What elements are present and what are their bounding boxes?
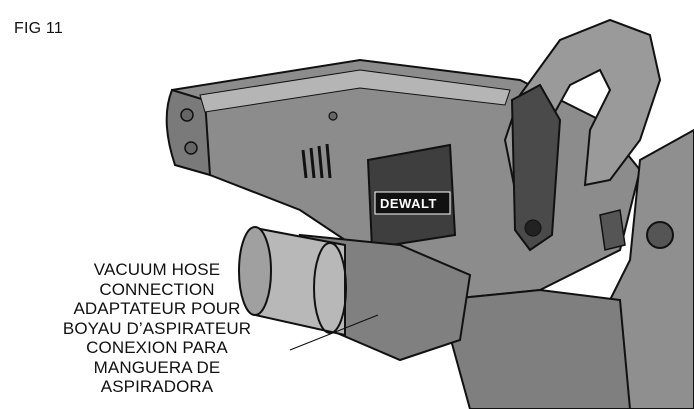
cooling-vents	[301, 143, 332, 179]
vacuum-hose-callout: VACUUM HOSE CONNECTION ADAPTATEUR POUR B…	[22, 260, 292, 397]
callout-leader-line	[289, 314, 379, 351]
side-knob	[599, 209, 626, 251]
callout-line: BOYAU D’ASPIRATEUR	[62, 318, 252, 338]
lever-pivot	[524, 219, 542, 237]
screw-2	[184, 141, 198, 155]
callout-line: ASPIRADORA	[100, 377, 214, 396]
front-fence	[608, 128, 694, 409]
fence-knob	[646, 221, 674, 249]
rear-cap	[165, 88, 212, 177]
lever	[510, 83, 562, 252]
logo-plate	[374, 191, 451, 215]
housing-highlight	[199, 69, 511, 113]
figure-label: FIG 11	[14, 20, 63, 37]
callout-line: MANGUERA DE	[93, 357, 221, 377]
base-plate	[438, 288, 632, 409]
hose-adapter-opening	[238, 226, 272, 316]
callout-line: CONNECTION	[99, 279, 215, 299]
screw-1	[180, 108, 194, 122]
callout-line: ADAPTATEUR POUR	[73, 299, 241, 318]
callout-line: CONEXION PARA	[86, 338, 228, 357]
callout-line: VACUUM HOSE	[93, 260, 221, 279]
hose-adapter-ring	[313, 242, 347, 334]
screw-3	[328, 111, 338, 121]
brand-logo: DEWALT	[380, 196, 437, 211]
